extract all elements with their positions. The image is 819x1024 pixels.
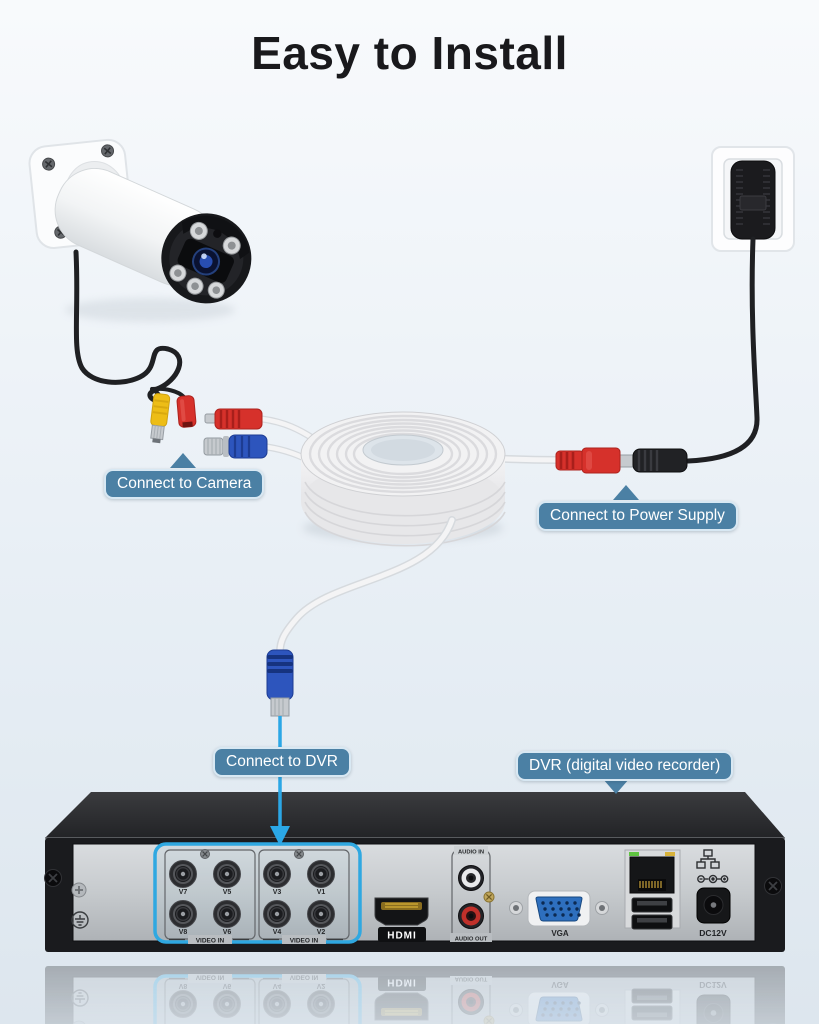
callout-connect-power: Connect to Power Supply [537,501,738,531]
dvr-device: V7 V5 V8 V6 VIDEO IN [33,786,789,958]
bnc-connector-blue-male [203,434,268,459]
video-in-group-2: V3 V1 V4 V2 VIDEO IN [258,849,350,945]
cable-spool [300,411,506,547]
vga-screw-post [509,901,523,915]
power-adapter [730,160,776,240]
audio-in-jack[interactable] [458,865,484,891]
panel-screw [294,849,304,859]
ground-icon [71,911,89,929]
bnc-connector-blue-dvr [266,649,294,717]
audio-out-jack[interactable] [458,903,484,929]
callout-connect-camera: Connect to Camera [104,469,265,499]
dc-connector-red-male [204,408,263,430]
panel-screw [200,849,210,859]
video-port-label: V7 [179,889,188,896]
chassis-screw [44,869,62,887]
camera-led [169,264,225,299]
camera-led [189,221,241,255]
ethernet-led-green [629,852,639,856]
network-usb-block [624,849,681,930]
camera-lens [192,247,221,276]
audio-in-label: AUDIO IN [458,850,484,856]
video-port-label: V4 [273,929,282,936]
panel-screw [71,882,87,898]
dvr-top-surface [45,792,785,838]
vga-label: VGA [551,929,569,938]
video-port-label: V6 [223,929,232,936]
callout-pointer-down [603,779,629,794]
bnc-connector-yellow [150,393,171,444]
usb-port[interactable] [631,914,673,930]
dc-power-jack[interactable] [696,887,731,924]
network-icon [696,849,720,869]
security-camera [28,138,252,322]
video-port-label: V1 [317,889,326,896]
video-port-label: V8 [179,929,188,936]
chassis-screw [764,877,782,895]
video-port-label: V5 [223,889,232,896]
bnc-port[interactable] [169,860,241,928]
video-in-group-1: V7 V5 V8 V6 VIDEO IN [164,849,256,945]
panel-screw [483,891,495,903]
callout-pointer-up [613,485,639,500]
dc12v-label: DC12V [699,928,727,938]
dc-plug-male-black [611,448,688,473]
callout-pointer-up [170,453,196,468]
hdmi-badge [378,927,426,942]
camera-body [54,168,252,304]
vga-port[interactable] [509,890,609,927]
polarity-icon [697,874,729,884]
audio-section: AUDIO IN AUDIO OUT [450,846,495,943]
hdmi-label: HDMI [387,931,417,942]
power-cable [685,236,760,464]
hdmi-port[interactable] [374,897,429,926]
dc-connector-red-female [176,395,197,428]
dc-jack-female-red [555,447,621,474]
callout-connect-dvr: Connect to DVR [213,747,351,777]
video-port-label: V2 [317,929,326,936]
audio-out-label: AUDIO OUT [455,937,488,943]
page-title: Easy to Install [251,27,568,79]
usb-port[interactable] [631,897,673,913]
ethernet-led-yellow [665,852,675,856]
callout-dvr-name: DVR (digital video recorder) [516,751,734,781]
video-port-label: V3 [273,889,282,896]
vga-screw-post [595,901,609,915]
ethernet-port[interactable] [629,856,675,894]
bnc-port[interactable] [263,860,335,928]
video-in-label: VIDEO IN [196,938,225,945]
video-in-label: VIDEO IN [290,938,319,945]
